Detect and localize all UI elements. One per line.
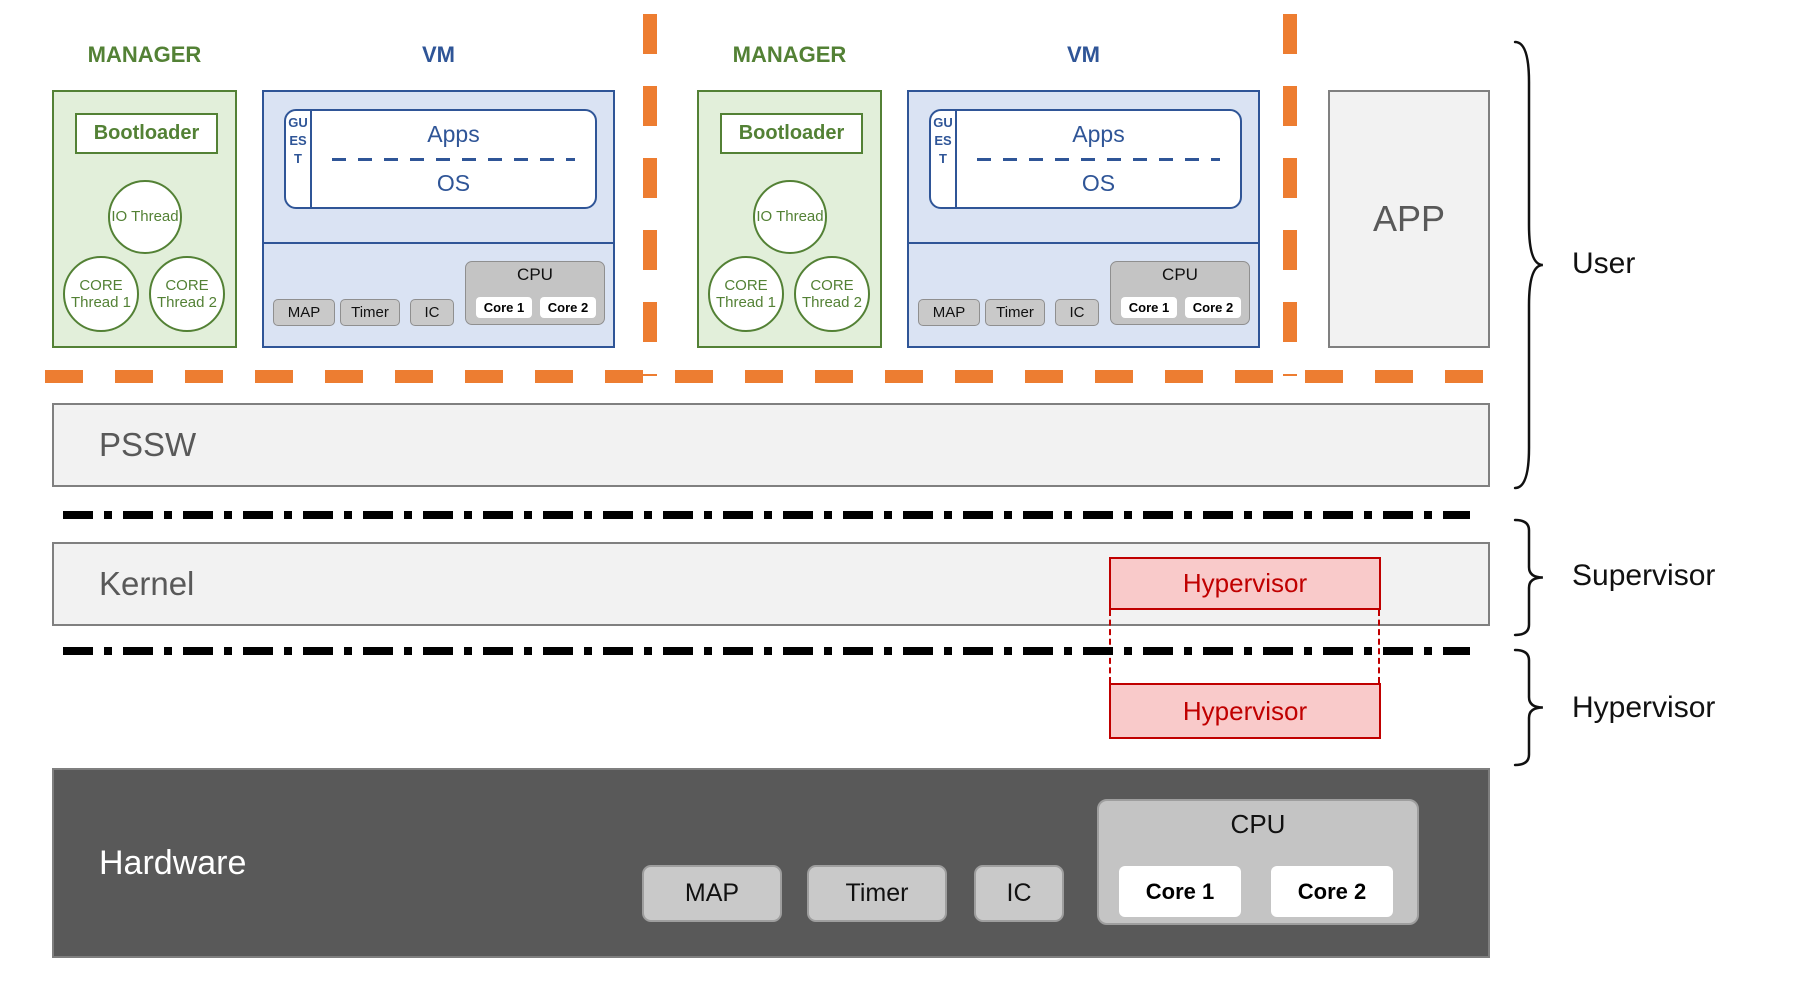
manager-title: MANAGER <box>87 42 202 67</box>
vm-chip-map: MAP <box>918 299 980 326</box>
vm-box: GUEST Apps OS MAP Timer IC CPU Core 1 Co… <box>907 90 1260 348</box>
apps-os-separator <box>977 157 1220 161</box>
bootloader-box: Bootloader <box>720 113 863 154</box>
os-label: OS <box>436 170 471 197</box>
guest-box: GUEST Apps OS <box>284 109 597 209</box>
label-user: User <box>1572 247 1636 280</box>
hw-chip-map: MAP <box>642 865 782 922</box>
separator-dashdot-1 <box>63 511 1470 519</box>
brace-supervisor <box>1512 520 1546 635</box>
apps-label: Apps <box>1072 120 1125 147</box>
separator-dashdot-2 <box>63 647 1470 655</box>
apps-os-separator <box>332 157 575 161</box>
core-thread-1-circle: CORE Thread 1 <box>708 256 784 332</box>
manager-box: Bootloader IO Thread CORE Thread 1 CORE … <box>52 90 237 348</box>
guest-content: Apps OS <box>957 111 1240 207</box>
vm-chip-ic: IC <box>410 299 454 326</box>
separator-orange-vertical-1 <box>643 14 657 376</box>
hardware-label: Hardware <box>99 843 247 882</box>
brace-user <box>1512 42 1546 488</box>
hw-chip-timer: Timer <box>807 865 947 922</box>
hardware-bar: Hardware MAP Timer IC CPU Core 1 Core 2 <box>52 768 1490 958</box>
vm-chip-ic: IC <box>1055 299 1099 326</box>
bootloader-box: Bootloader <box>75 113 218 154</box>
hw-cpu-box: CPU Core 1 Core 2 <box>1097 799 1419 925</box>
vm-chip-map: MAP <box>273 299 335 326</box>
vm-cpu-core-1: Core 1 <box>1121 297 1177 318</box>
hw-chip-ic: IC <box>974 865 1064 922</box>
hw-cpu-label: CPU <box>1230 809 1286 839</box>
brace-hypervisor <box>1512 650 1546 765</box>
hw-cpu-core-2: Core 2 <box>1271 866 1393 917</box>
separator-orange-vertical-2 <box>1283 14 1297 376</box>
io-thread-circle: IO Thread <box>108 180 182 254</box>
apps-label: Apps <box>427 120 480 147</box>
core-thread-2-circle: CORE Thread 2 <box>794 256 870 332</box>
vm-section-divider <box>264 242 613 244</box>
hypervisor-box-native: Hypervisor <box>1109 683 1381 739</box>
vm-chip-timer: Timer <box>340 299 400 326</box>
hypervisor-box-kernel: Hypervisor <box>1109 557 1381 610</box>
vm-cpu-core-2: Core 2 <box>540 297 596 318</box>
core-thread-1-circle: CORE Thread 1 <box>63 256 139 332</box>
vm-title: VM <box>422 42 455 67</box>
manager-box: Bootloader IO Thread CORE Thread 1 CORE … <box>697 90 882 348</box>
vm-chip-timer: Timer <box>985 299 1045 326</box>
hypervisor-connector-left <box>1109 610 1111 683</box>
guest-label: GUEST <box>286 111 312 207</box>
hw-cpu-core-1: Core 1 <box>1119 866 1241 917</box>
manager-title: MANAGER <box>732 42 847 67</box>
app-box: APP <box>1328 90 1490 348</box>
vm-cpu-box: CPU Core 1 Core 2 <box>1110 261 1250 325</box>
separator-orange-horizontal <box>45 370 1490 383</box>
vm-title: VM <box>1067 42 1100 67</box>
vm-section-divider <box>909 242 1258 244</box>
vm-cpu-label: CPU <box>517 265 553 284</box>
hypervisor-connector-right <box>1378 610 1380 683</box>
vm-cpu-box: CPU Core 1 Core 2 <box>465 261 605 325</box>
guest-box: GUEST Apps OS <box>929 109 1242 209</box>
guest-content: Apps OS <box>312 111 595 207</box>
label-supervisor: Supervisor <box>1572 559 1716 592</box>
pssw-bar: PSSW <box>52 403 1490 487</box>
core-thread-2-circle: CORE Thread 2 <box>149 256 225 332</box>
label-hypervisor: Hypervisor <box>1572 691 1716 724</box>
guest-label: GUEST <box>931 111 957 207</box>
os-label: OS <box>1081 170 1116 197</box>
vm-cpu-core-2: Core 2 <box>1185 297 1241 318</box>
vm-cpu-label: CPU <box>1162 265 1198 284</box>
vm-cpu-core-1: Core 1 <box>476 297 532 318</box>
io-thread-circle: IO Thread <box>753 180 827 254</box>
vm-box: GUEST Apps OS MAP Timer IC CPU Core 1 Co… <box>262 90 615 348</box>
